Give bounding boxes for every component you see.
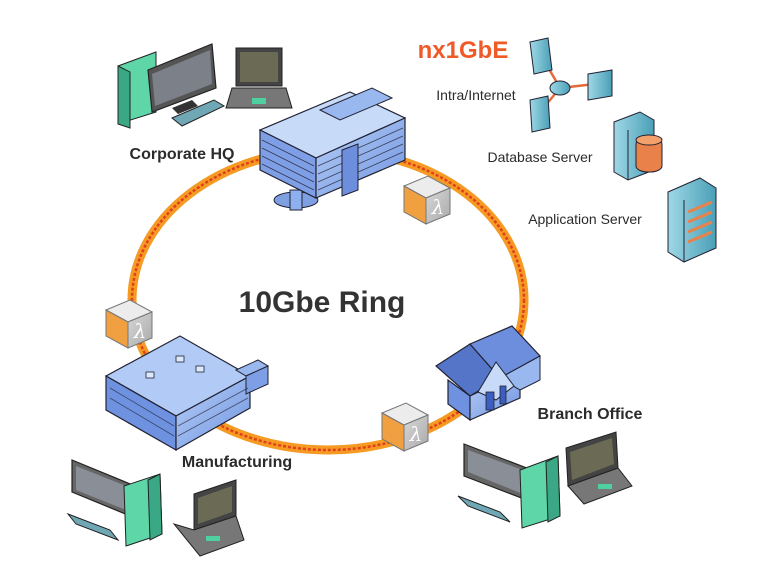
datacenter-title: nx1GbE: [418, 37, 509, 64]
corporate-hq-building: [258, 87, 407, 211]
branch-office-label: Branch Office: [538, 406, 643, 423]
corporate-hq-label: Corporate HQ: [130, 146, 235, 163]
manufacturing-label: Manufacturing: [182, 454, 292, 471]
database-server-icon: [613, 111, 663, 181]
application-server-icon: [667, 177, 717, 263]
lambda-symbol: λ: [133, 319, 147, 343]
hq-laptop: [225, 47, 293, 109]
wdm-node-top-right: λ: [402, 175, 452, 225]
lambda-symbol: λ: [431, 195, 445, 219]
branch-desktop-computer: [457, 443, 561, 529]
manufacturing-laptop: [172, 479, 245, 557]
lambda-symbol: λ: [409, 422, 423, 446]
hq-desktop-computer: [117, 43, 226, 129]
wdm-node-bottom: λ: [380, 402, 430, 452]
branch-office-building: [435, 325, 541, 422]
wdm-node-left: λ: [104, 299, 154, 349]
branch-laptop: [565, 431, 633, 505]
intranet-label: Intra/Internet: [436, 87, 515, 103]
internet-hub-icon: [529, 37, 613, 133]
ring-label: 10Gbe Ring: [239, 286, 406, 319]
manufacturing-building: [104, 335, 270, 452]
application-server-label: Application Server: [528, 211, 642, 227]
manufacturing-desktop-computer: [66, 459, 163, 547]
database-server-label: Database Server: [487, 149, 592, 165]
